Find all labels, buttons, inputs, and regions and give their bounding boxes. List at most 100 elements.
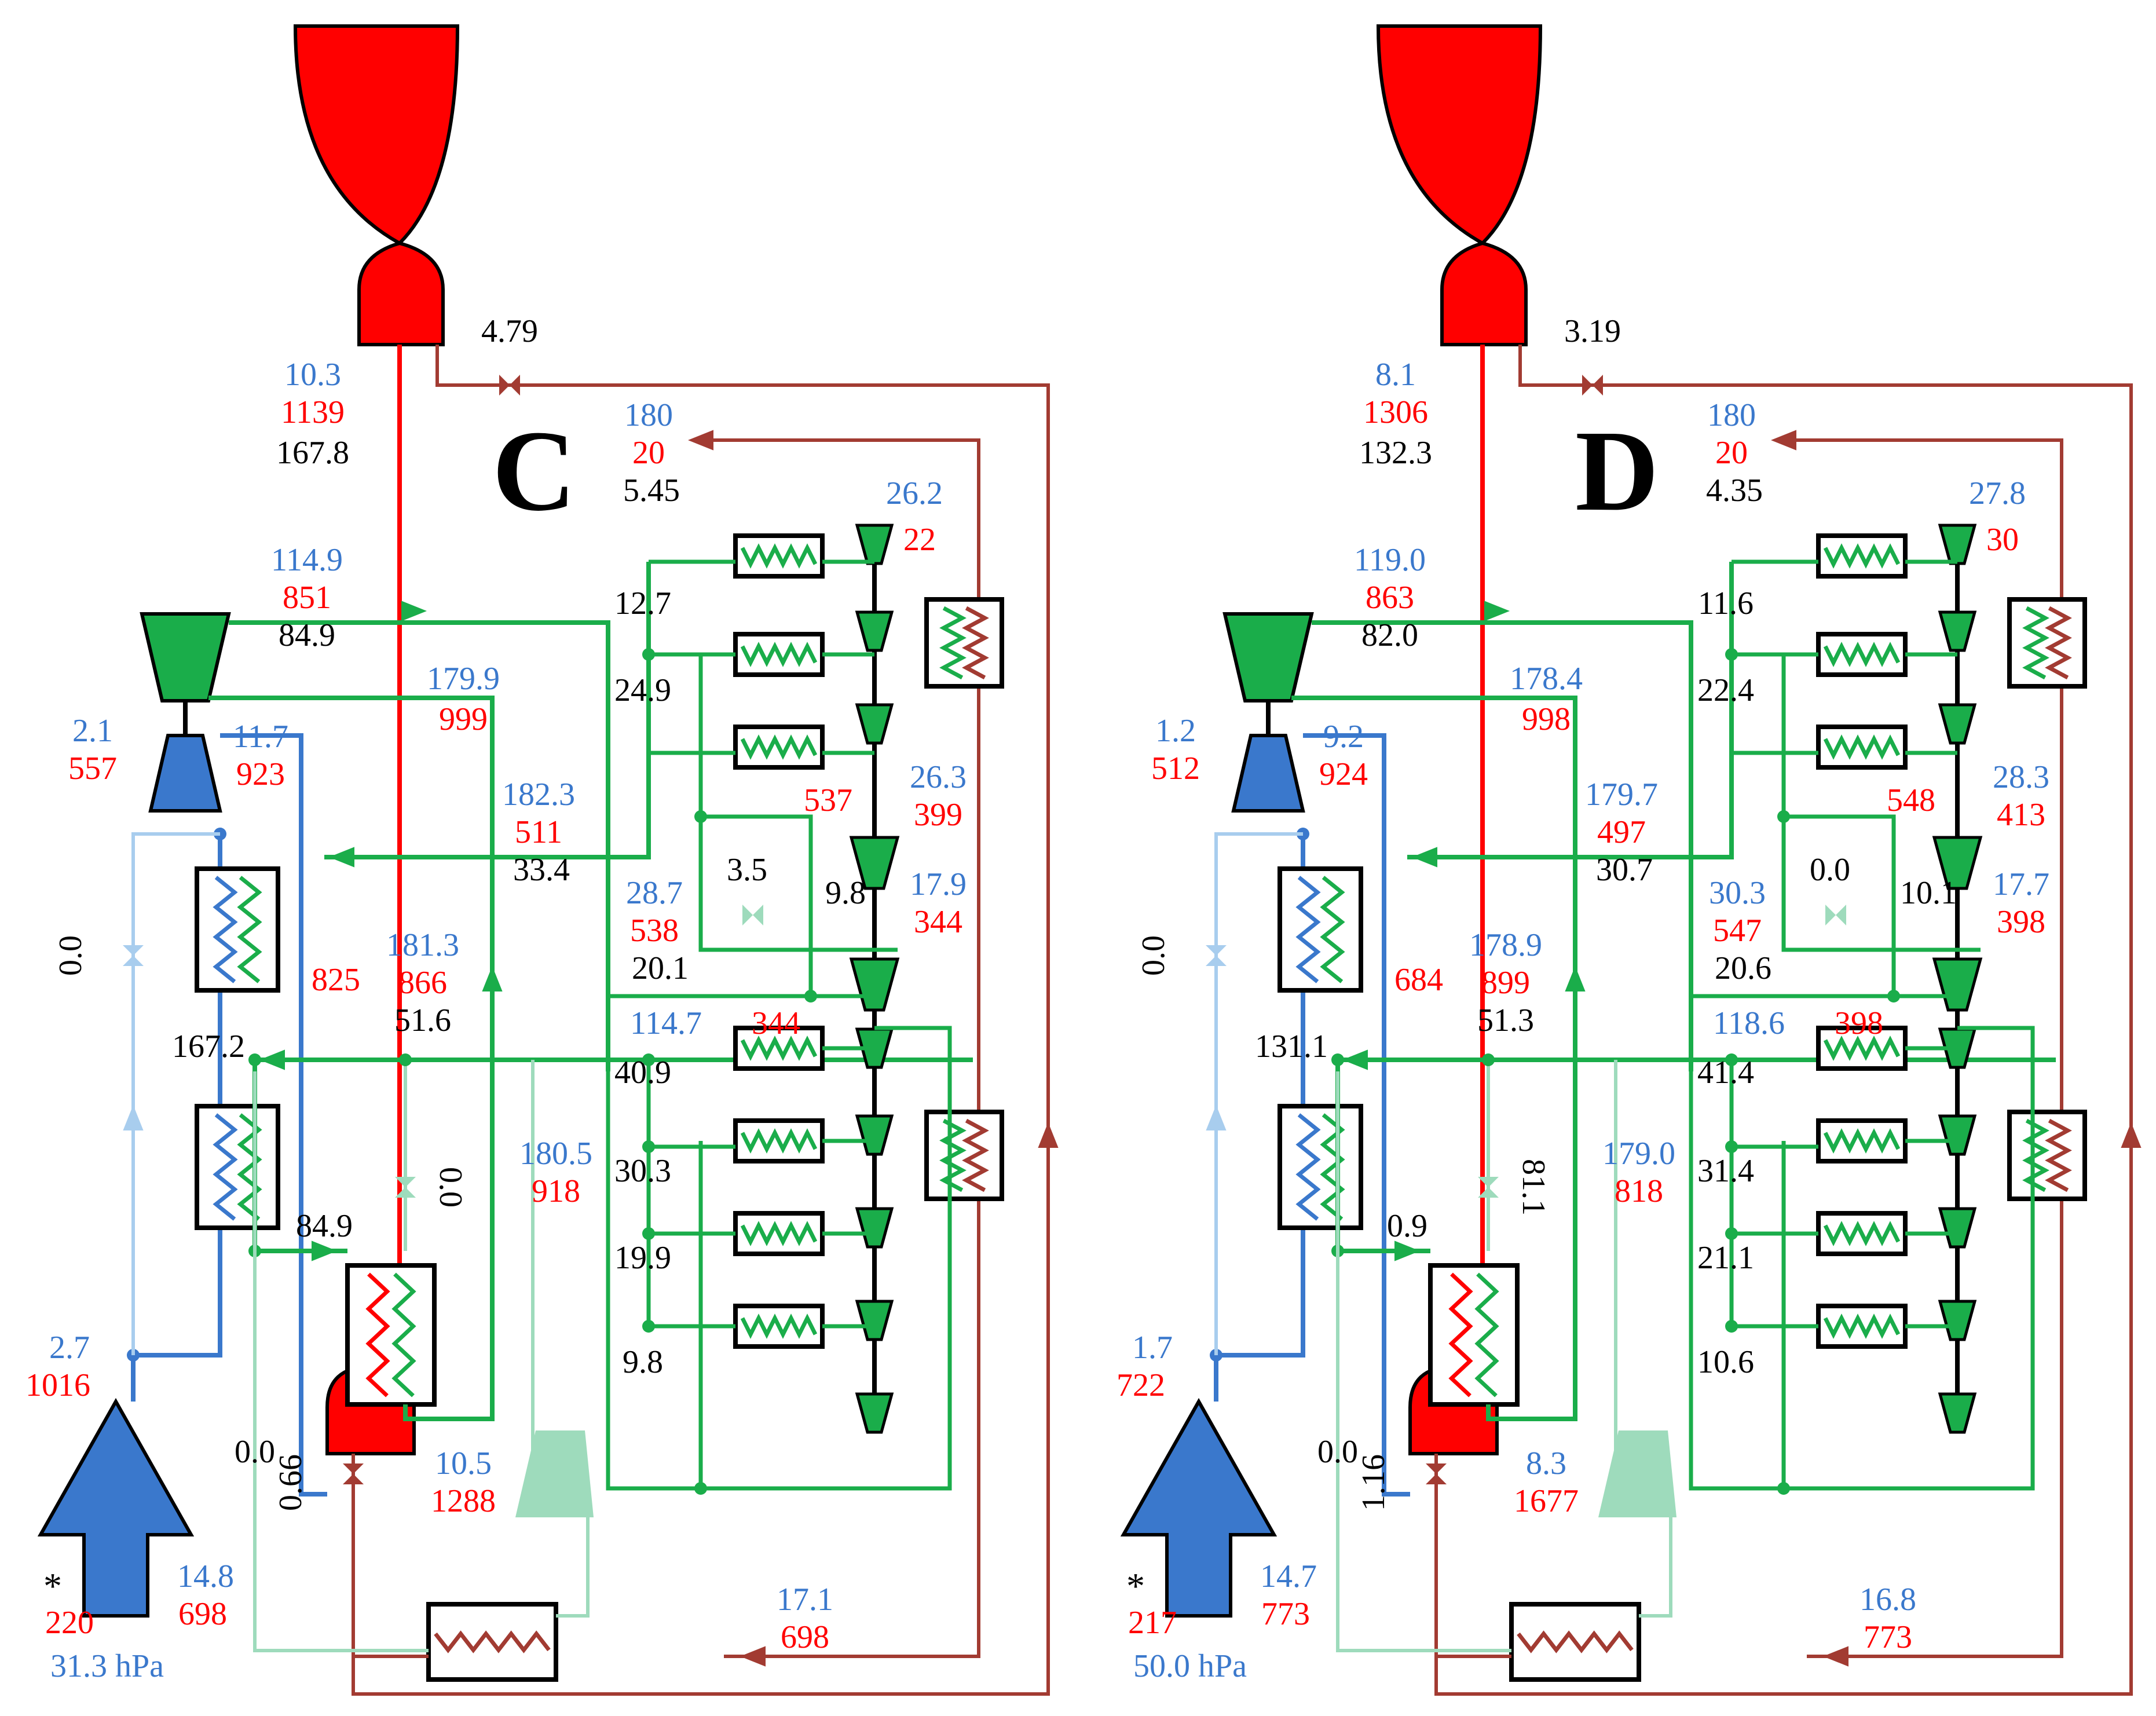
junction-dot [1887, 990, 1900, 1002]
pump-stage-icon [1938, 1114, 1977, 1156]
stage-flow-label: 12.7 [614, 586, 671, 621]
manifold-g [698, 654, 898, 952]
lg-return-line [253, 1071, 429, 1652]
stage-flow-label: 9.8 [623, 1344, 663, 1380]
flow-arrow-icon [688, 430, 713, 451]
pump-stage-icon [1938, 703, 1977, 745]
value-cool_flow: 30.7 [1596, 852, 1653, 888]
value-lb_valve: 0.0 [1136, 935, 1172, 976]
stage-flow-label: 21.1 [1697, 1240, 1754, 1276]
value-chamber_t: 1306 [1363, 394, 1428, 430]
intercooler-top-icon [195, 866, 280, 993]
stage-flow-label: 31.4 [1697, 1153, 1754, 1189]
value-comp_out_t: 851 [283, 580, 331, 616]
coil-icon [391, 1272, 416, 1397]
coil-icon [740, 1313, 818, 1339]
value-hx1_flow: 51.3 [1477, 1002, 1534, 1038]
value-mid_side_p: 17.9 [910, 866, 967, 902]
value-mid_b: 10.1 [1900, 875, 1957, 911]
flow-arrow-icon [123, 1105, 144, 1130]
tank-line [1778, 438, 2063, 1658]
pump-stage-icon [855, 703, 894, 745]
preburner-valve-icon [343, 1463, 364, 1484]
turbine-icon [1231, 734, 1305, 813]
junction-dot [642, 1053, 655, 1066]
inlet-temp: 217 [1128, 1605, 1177, 1641]
value-comp_out_p: 114.9 [271, 542, 343, 578]
flow-arrow-icon [1484, 601, 1510, 621]
coil-icon [740, 734, 818, 760]
value-mid_side_t: 344 [914, 904, 962, 940]
value-mid_flow: 20.6 [1715, 950, 1771, 986]
manifold-g [1781, 654, 1981, 952]
value-blue_out_p: 11.7 [233, 719, 288, 755]
blue-main-line [1214, 834, 1305, 1402]
return-line [208, 696, 495, 973]
coil-icon [962, 606, 989, 680]
value-hx1_p2: 181.3 [386, 927, 459, 963]
value-hx1_p2: 178.9 [1469, 927, 1542, 963]
value-bot_p: 14.8 [177, 1558, 234, 1594]
coil-icon [1823, 1221, 1901, 1246]
pump-stage-icon [1938, 610, 1977, 652]
value-hx1_t2: 899 [1481, 965, 1530, 1001]
blue-out-line [1303, 733, 1410, 1497]
flow-arrow-icon [1823, 1646, 1848, 1667]
bypass-valve-icon [1206, 945, 1227, 966]
tank-hx-upper-icon [2007, 597, 2087, 689]
flow-arrow-icon [1342, 1049, 1368, 1070]
value-pump_top_p: 26.2 [886, 475, 943, 511]
value-blue_turb_p: 1.2 [1155, 713, 1196, 749]
bypass-valve-icon [123, 945, 144, 966]
pump-stage-icon [1938, 1207, 1977, 1249]
pump-stage-icon [1932, 836, 1983, 890]
stage-hx-icon [1816, 725, 1908, 770]
compressor-out-line [1312, 620, 1693, 1071]
value-tank_p: 180 [624, 397, 673, 433]
coil-icon [740, 1128, 818, 1154]
stage-flow-label: 40.9 [614, 1055, 671, 1091]
value-pre_t: 1288 [431, 1483, 496, 1519]
flow-arrow-icon [1038, 1122, 1059, 1148]
coil-icon [1823, 1313, 1901, 1339]
coil-icon [939, 1118, 967, 1192]
value-lower_p: 118.6 [1713, 1005, 1785, 1041]
value-zero_left: 0.0 [235, 1434, 275, 1470]
coil-icon [237, 876, 262, 983]
value-ret_p: 178.4 [1510, 661, 1583, 697]
value-blue_turb_t: 557 [68, 751, 117, 786]
value-mid_flow: 20.1 [632, 950, 689, 986]
panel-label: D [1575, 407, 1659, 535]
value-g_valve: 0.0 [433, 1167, 468, 1208]
value-chamber_flow: 132.3 [1359, 435, 1432, 471]
value-hx1_t: 825 [312, 962, 360, 998]
value-pump_top_t: 22 [903, 522, 936, 558]
value-tank_t: 20 [1715, 435, 1748, 471]
compressor-out-line [229, 620, 610, 1071]
value-pre_p: 10.5 [435, 1446, 492, 1481]
value-split_flow: 131.1 [1255, 1029, 1328, 1064]
tank-hx-upper-icon [924, 597, 1004, 689]
value-hx_out_t: 548 [1887, 782, 1935, 818]
value-blue_out_p: 9.2 [1323, 719, 1364, 755]
value-blue_turb_t: 512 [1151, 751, 1200, 786]
blue-bypass-line [1214, 832, 1303, 1355]
value-in_p: 2.7 [49, 1330, 90, 1366]
lower-a [1729, 1060, 1818, 1329]
flow-arrow-icon [1394, 1241, 1420, 1261]
value-lower_t: 344 [752, 1005, 800, 1041]
junction-dot [642, 648, 655, 661]
lower-manifold [1689, 1026, 2035, 1491]
value-chamber_p: 10.3 [284, 357, 341, 393]
flow-arrow-icon [312, 1241, 337, 1261]
rocket-nozzle-icon [293, 24, 460, 346]
value-bot_p: 14.7 [1260, 1558, 1317, 1594]
pump-stage-icon [855, 610, 894, 652]
tank-hx-lower-icon [2007, 1110, 2087, 1201]
junction-dot [1725, 648, 1738, 661]
junction-dot [1725, 1227, 1738, 1240]
value-ret_bot_p: 17.1 [777, 1582, 833, 1618]
lower-manifold [606, 1026, 952, 1491]
value-valve_top_flow: 4.79 [481, 313, 538, 349]
green-valve-icon [1478, 1177, 1499, 1198]
